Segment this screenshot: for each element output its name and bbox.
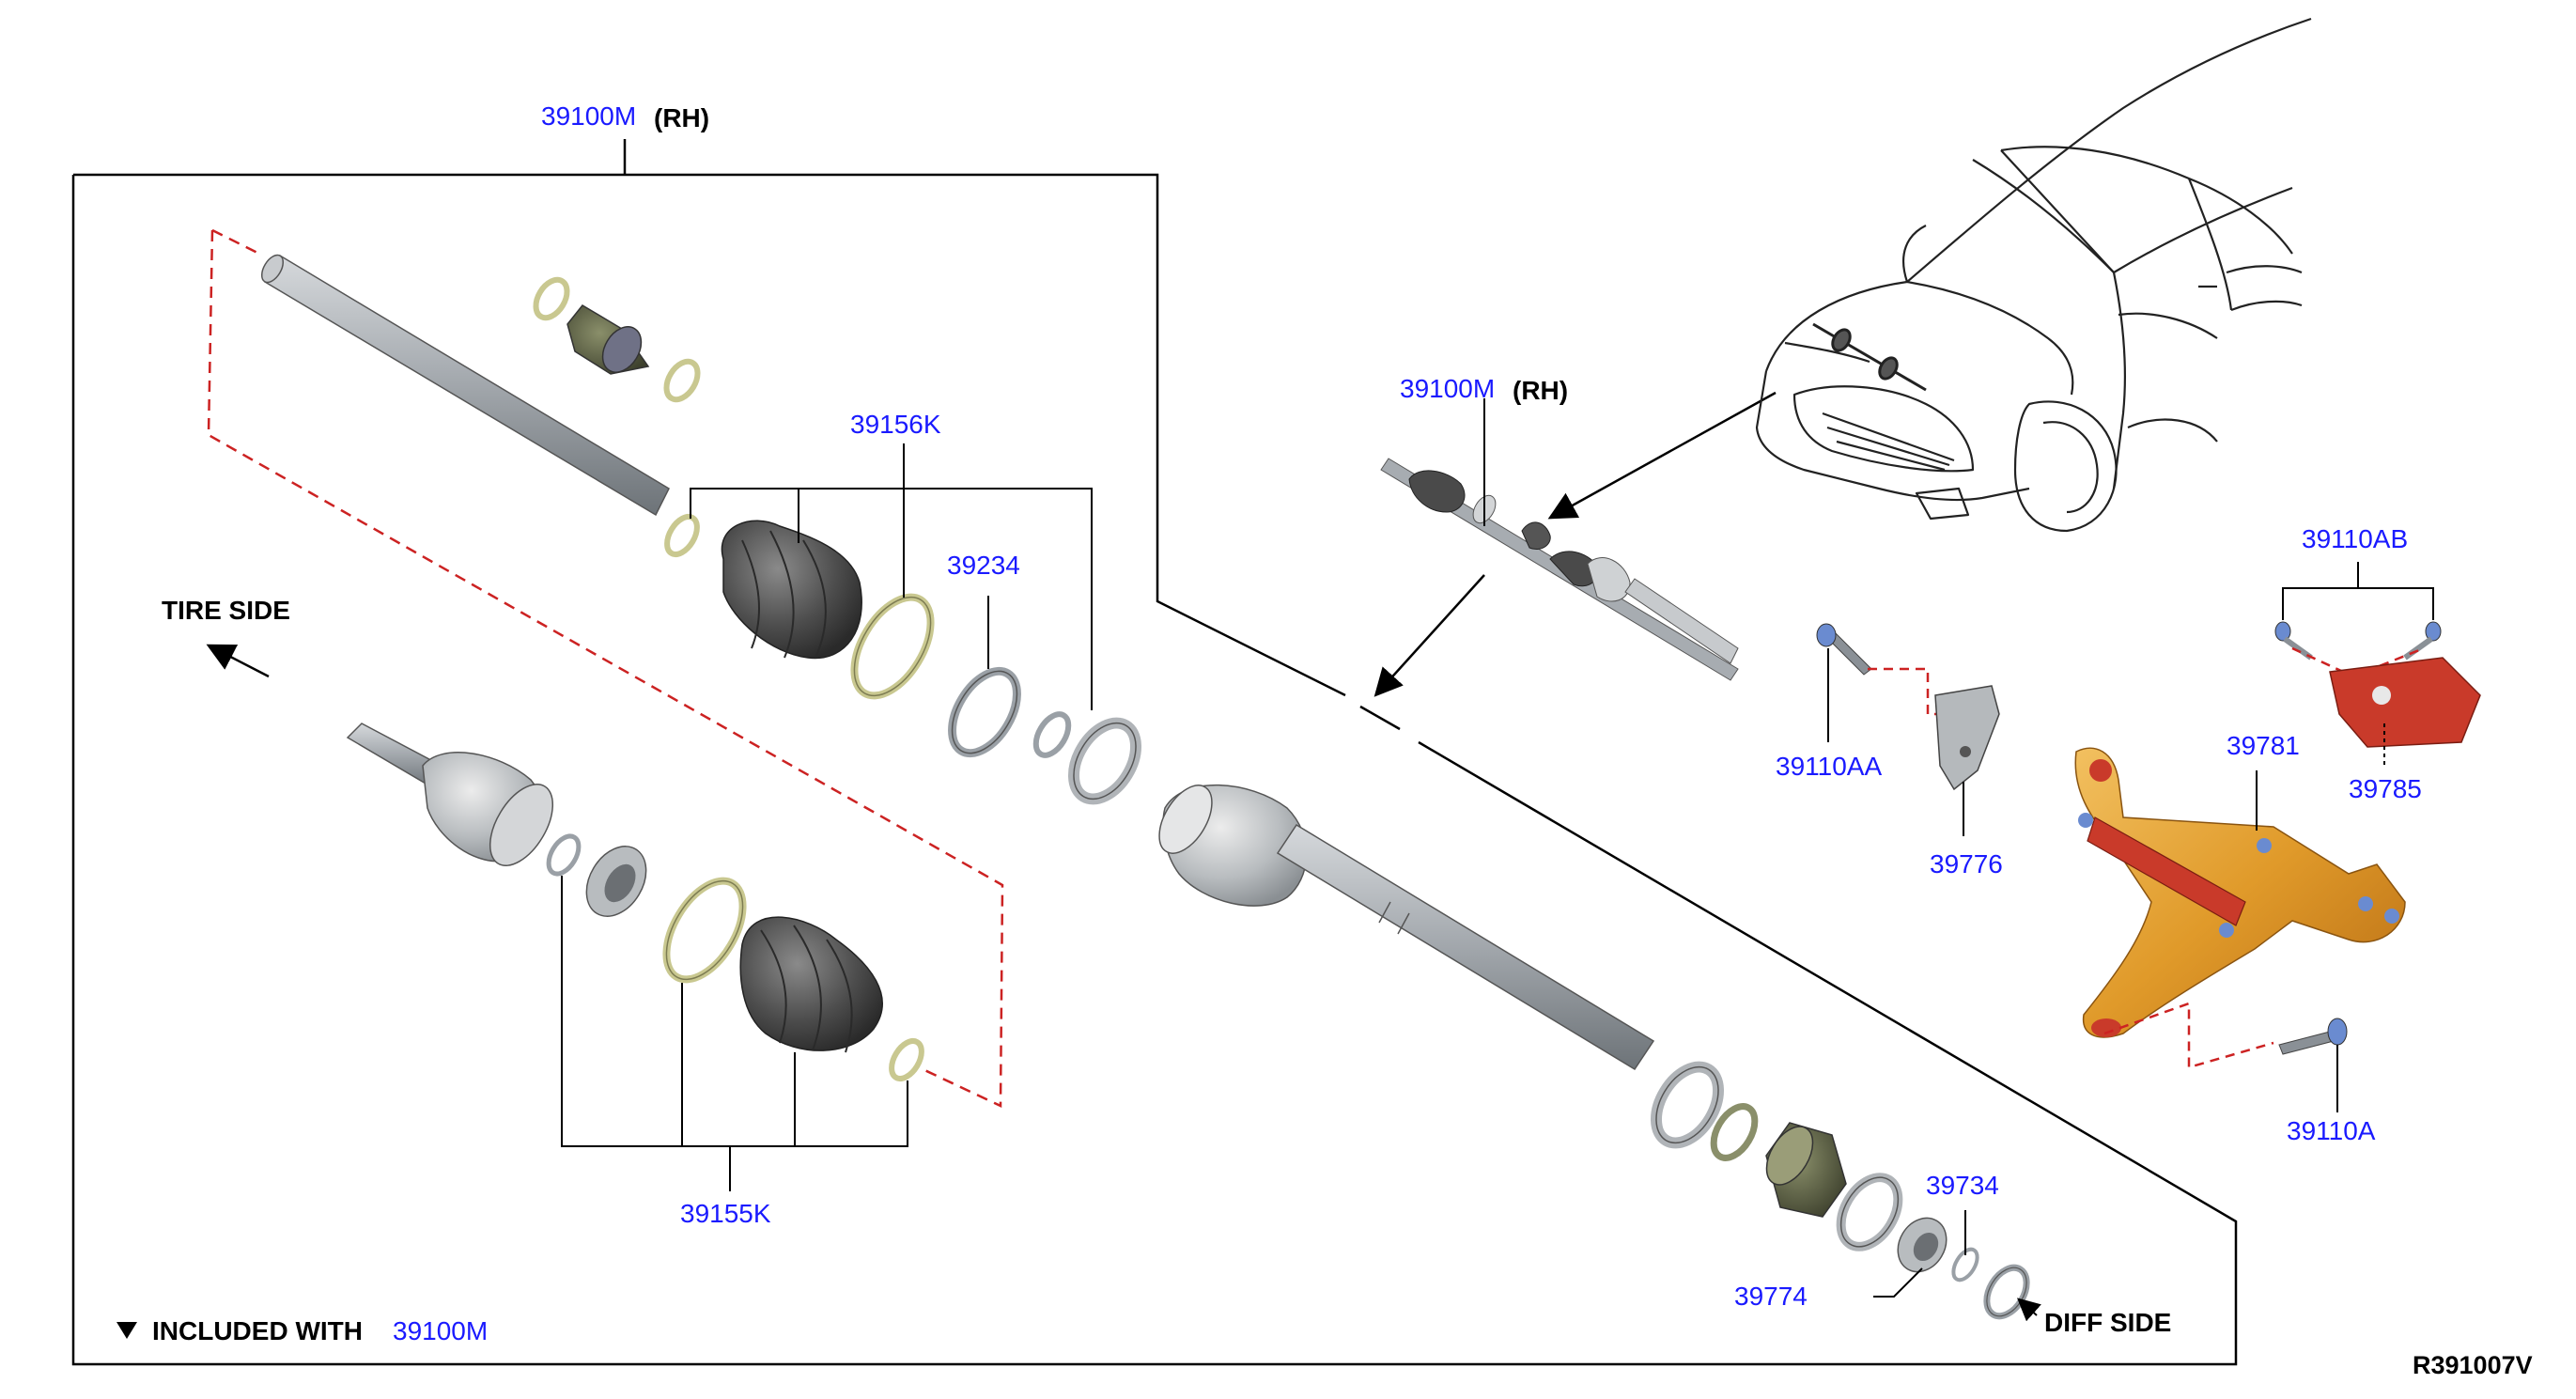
inner-bearing-ring-1[interactable] — [1643, 1056, 1730, 1154]
bearing-ring-mid[interactable] — [1061, 712, 1148, 810]
bracket-39776[interactable] — [1934, 685, 2000, 791]
label-39734[interactable]: 39734 — [1926, 1171, 1999, 1200]
label-39100M-main[interactable]: 39100M — [541, 101, 637, 131]
bracket-39781[interactable] — [2074, 747, 2406, 1038]
shaft-damper-top[interactable] — [530, 274, 705, 405]
leader-diff-side — [2017, 1298, 2041, 1322]
dashed-39110A — [2103, 1002, 2274, 1069]
snap-ring-39234[interactable] — [939, 660, 1030, 764]
label-39110AA[interactable]: 39110AA — [1776, 752, 1883, 781]
car-to-shaft-arrow — [1547, 391, 1777, 520]
vehicle-outline — [1755, 17, 2312, 533]
inner-cv-joint-shaft[interactable] — [1149, 776, 1655, 1071]
main-frame — [71, 139, 2238, 1366]
legend-text: INCLUDED WITH — [152, 1316, 363, 1345]
inner-seal-ring[interactable] — [1705, 1099, 1763, 1165]
leader-39110AB — [2282, 562, 2434, 620]
part-39785[interactable] — [2329, 657, 2481, 748]
frame-break-dash — [1359, 705, 1401, 731]
boot-kit-outer[interactable] — [661, 511, 947, 708]
label-diff-side: DIFF SIDE — [2044, 1308, 2172, 1337]
snap-ring-diff[interactable] — [1979, 1261, 2035, 1324]
label-39776[interactable]: 39776 — [1930, 849, 2003, 878]
label-39156K[interactable]: 39156K — [850, 410, 941, 439]
label-39100M-overview[interactable]: 39100M — [1400, 374, 1496, 403]
inner-bearing-ring-2[interactable] — [1829, 1167, 1910, 1256]
leader-39156K — [690, 443, 1093, 710]
included-parts-outline — [207, 229, 1004, 1108]
bearing-39774[interactable] — [1888, 1209, 1956, 1281]
label-rh-overview: (RH) — [1513, 376, 1569, 405]
intermediate-shaft[interactable] — [257, 252, 670, 517]
boot-kit-inner[interactable] — [651, 868, 928, 1084]
label-39781[interactable]: 39781 — [2227, 731, 2300, 760]
bolt-39110AA[interactable] — [1816, 623, 1872, 676]
label-tire-side: TIRE SIDE — [162, 596, 290, 625]
snap-ring-39734[interactable] — [1948, 1245, 1982, 1283]
washer-small[interactable] — [1030, 708, 1076, 761]
leader-39774 — [1873, 1267, 1923, 1298]
leader-39155K — [561, 876, 908, 1191]
shaft-damper-bottom[interactable] — [1757, 1119, 1847, 1218]
label-39110AB[interactable]: 39110AB — [2302, 524, 2409, 553]
overview-drive-shaft[interactable] — [1380, 458, 1739, 681]
label-39785[interactable]: 39785 — [2349, 774, 2422, 803]
bolts-39110AB[interactable] — [2274, 621, 2442, 661]
legend-triangle-icon — [116, 1322, 137, 1339]
shaft-to-main-arrow — [1373, 574, 1485, 697]
label-39155K[interactable]: 39155K — [680, 1199, 771, 1228]
label-39234[interactable]: 39234 — [947, 551, 1020, 580]
legend-part-number[interactable]: 39100M — [393, 1316, 489, 1345]
included-parts-outline-top — [211, 228, 260, 256]
label-rh-main: (RH) — [654, 103, 710, 132]
outer-cv-joint[interactable] — [346, 723, 566, 877]
diagram-reference: R391007V — [2413, 1351, 2533, 1379]
outer-snap-ring[interactable] — [543, 831, 585, 878]
tire-side-arrow — [206, 644, 270, 678]
vehicle-shaft-highlight — [1812, 322, 1927, 392]
label-39774[interactable]: 39774 — [1734, 1282, 1808, 1311]
bolt-39110A[interactable] — [2278, 1018, 2348, 1055]
label-39110A[interactable]: 39110A — [2287, 1116, 2376, 1145]
outer-bearing[interactable] — [574, 835, 658, 926]
